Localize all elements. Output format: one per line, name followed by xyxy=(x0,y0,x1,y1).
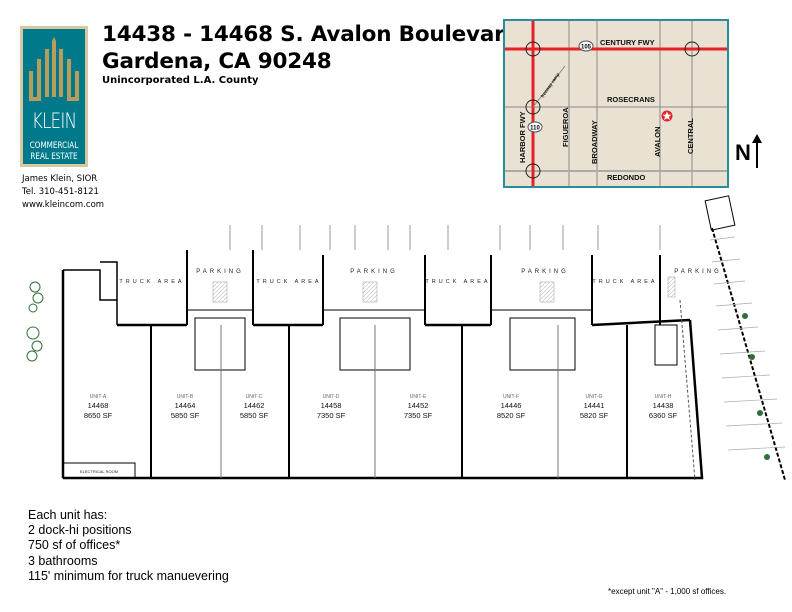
contact-phone: Tel. 310-451-8121 xyxy=(22,187,99,197)
building-outline xyxy=(63,319,704,480)
unit-size-label: 8650 SF xyxy=(84,411,113,420)
subtitle: Unincorporated L.A. County xyxy=(102,75,259,86)
parking-label-2: PARKING xyxy=(350,269,398,275)
logo-line2: COMMERCIAL xyxy=(29,141,79,151)
north-label: N xyxy=(735,140,751,165)
property-line xyxy=(711,227,786,481)
contact-website[interactable]: www.kleincom.com xyxy=(22,200,105,210)
unit-unit-label: UNIT-C xyxy=(246,394,263,400)
label-central: CENTRAL xyxy=(686,118,695,154)
label-redondo: REDONDO xyxy=(607,173,646,182)
footnote: *except unit "A" - 1,000 sf offices. xyxy=(608,587,727,596)
feature-item: 750 sf of offices* xyxy=(28,538,121,553)
site-floor-plan: PARKING PARKING PARKING PARKING TRUCK AR… xyxy=(26,195,786,481)
unit-size-label: 5820 SF xyxy=(580,411,609,420)
parking-label-1: PARKING xyxy=(196,269,244,275)
unit-unit-label: UNIT-B xyxy=(177,394,194,400)
unit-unit-label: UNIT-D xyxy=(323,394,340,400)
logo-wordmark: KLEIN xyxy=(31,109,77,133)
unit-unit-label: UNIT-H xyxy=(655,394,672,400)
unit-address-label: 14458 xyxy=(321,401,342,410)
freeway-ramp-line xyxy=(532,65,566,108)
unit-size-label: 6360 SF xyxy=(649,411,678,420)
north-arrow-icon xyxy=(752,134,762,168)
svg-text:105: 105 xyxy=(581,45,592,51)
klein-logo: KLEIN COMMERCIAL REAL ESTATE xyxy=(20,26,88,167)
label-avalon: AVALON xyxy=(653,126,662,157)
unit-size-label: 5850 SF xyxy=(171,411,200,420)
unit-size-label: 7350 SF xyxy=(317,411,346,420)
building-logo-icon xyxy=(29,37,79,101)
truck-area-label-4: TRUCK AREA xyxy=(592,279,657,285)
unit-unit-label: UNIT-A xyxy=(90,394,107,400)
truck-area-label-2: TRUCK AREA xyxy=(256,279,321,285)
unit-address-label: 14464 xyxy=(175,401,196,410)
contact-name: James Klein, SIOR xyxy=(22,174,98,184)
unit-address-label: 14438 xyxy=(653,401,674,410)
label-century: CENTURY FWY xyxy=(600,38,655,47)
features-heading: Each unit has: xyxy=(28,508,108,522)
unit-address-label: 14441 xyxy=(584,401,605,410)
unit-address-label: 14462 xyxy=(244,401,265,410)
unit-address-label: 14468 xyxy=(88,401,109,410)
city-title: Gardena, CA 90248 xyxy=(102,49,332,74)
unit-features: Each unit has: 2 dock-hi positions 750 s… xyxy=(28,508,229,584)
unit-unit-label: UNIT-E xyxy=(410,394,427,400)
logo-line3: REAL ESTATE xyxy=(30,152,78,162)
feature-item: 115' minimum for truck manuevering xyxy=(28,568,229,583)
unit-size-label: 8520 SF xyxy=(497,411,526,420)
north-arrow: N xyxy=(735,134,762,168)
interchange-circles xyxy=(525,41,700,179)
label-harbor: HARBOR FWY xyxy=(518,111,527,163)
unit-address-label: 14446 xyxy=(501,401,522,410)
parking-label-4: PARKING xyxy=(674,269,722,275)
feature-item: 3 bathrooms xyxy=(28,553,98,568)
shield-105-icon: 105 xyxy=(578,40,594,52)
unit-size-label: 5850 SF xyxy=(240,411,269,420)
location-map: 105 110 CENTURY FWY ROSECRANS REDONDO HA… xyxy=(503,19,729,188)
label-figueroa: FIGUEROA xyxy=(561,107,570,147)
trees xyxy=(742,313,770,460)
sign-monument xyxy=(704,195,736,231)
truck-area-label-1: TRUCK AREA xyxy=(119,279,184,285)
electrical-room-label: ELECTRICAL ROOM xyxy=(80,469,118,474)
unit-size-label: 7350 SF xyxy=(404,411,433,420)
shield-110-icon: 110 xyxy=(527,121,543,133)
unit-unit-label: UNIT-F xyxy=(503,394,519,400)
svg-text:110: 110 xyxy=(530,126,540,132)
label-broadway: BROADWAY xyxy=(590,120,599,164)
truck-area-label-3: TRUCK AREA xyxy=(425,279,490,285)
label-rosecrans: ROSECRANS xyxy=(607,95,655,104)
feature-item: 2 dock-hi positions xyxy=(28,523,132,538)
unit-unit-label: UNIT-G xyxy=(586,394,603,400)
parking-label-3: PARKING xyxy=(521,269,569,275)
unit-address-label: 14452 xyxy=(408,401,429,410)
site-star-icon xyxy=(661,110,673,122)
address-title: 14438 - 14468 S. Avalon Boulevard xyxy=(102,22,520,47)
